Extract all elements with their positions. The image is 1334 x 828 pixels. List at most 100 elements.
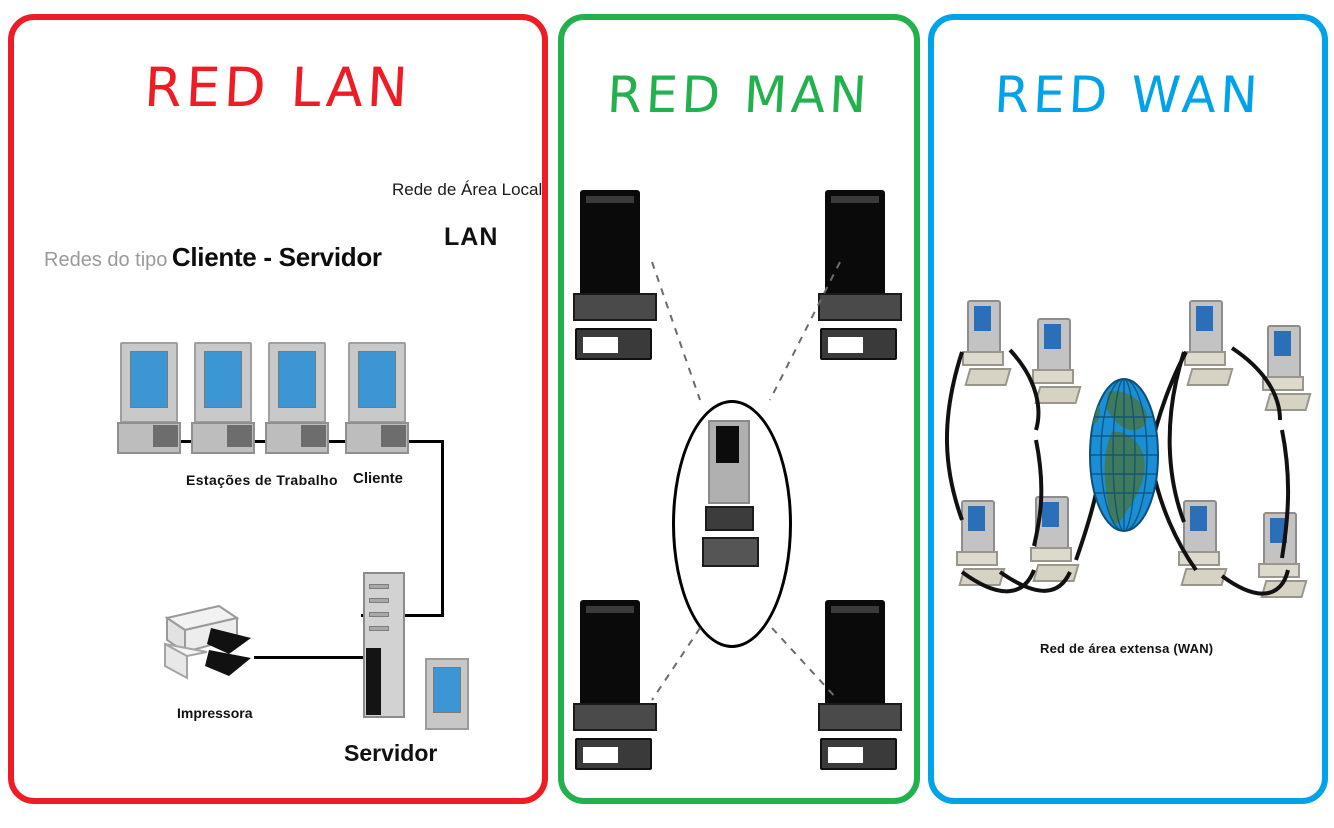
monitor-screen: [203, 350, 243, 408]
printer-icon[interactable]: [159, 600, 255, 690]
monitor-screen: [357, 350, 397, 408]
lan-type-value: Cliente - Servidor: [171, 242, 382, 272]
monitor-screen: [1269, 517, 1288, 543]
terminal-monitor: [579, 190, 641, 297]
lan-subtitle-area: Rede de Área Local: [392, 180, 543, 199]
computer-cpu: [962, 351, 1005, 366]
wan-computer-7[interactable]: [1178, 500, 1228, 588]
monitor-screen: [967, 505, 986, 531]
terminal-monitor: [579, 600, 641, 707]
monitor-bezel: [194, 342, 252, 423]
computer-cpu: [1030, 547, 1073, 562]
computer-keyboard: [1186, 367, 1234, 386]
terminal-cpu: [818, 703, 902, 731]
man-terminal-bottom-left[interactable]: [573, 600, 657, 772]
panel-title-man: RED MAN: [605, 66, 873, 124]
computer-cpu: [1032, 369, 1075, 384]
server-slot: [368, 598, 390, 603]
panel-title-lan: RED LAN: [142, 56, 414, 119]
label-printer: Impressora: [177, 705, 253, 721]
monitor-bezel: [960, 500, 995, 555]
lan-workstation-3[interactable]: [264, 342, 330, 454]
terminal-keyboard: [574, 737, 652, 771]
monitor-bezel: [1036, 318, 1071, 373]
terminal-cpu: [818, 293, 902, 321]
lan-vertical-wire: [441, 440, 444, 617]
monitor-bezel: [1182, 500, 1217, 555]
wan-computer-4[interactable]: [1030, 496, 1080, 584]
monitor-screen: [1189, 505, 1208, 531]
monitor-screen: [129, 350, 169, 408]
monitor-bezel: [268, 342, 326, 423]
lan-network-type-caption: Redes do tipo Cliente - Servidor: [44, 242, 382, 273]
computer-cpu: [1262, 376, 1305, 391]
lan-type-prefix: Redes do tipo: [44, 249, 168, 271]
computer-keyboard: [1032, 563, 1080, 582]
computer-base: [344, 421, 410, 454]
man-center-computer[interactable]: [701, 420, 760, 570]
man-terminal-top-left[interactable]: [573, 190, 657, 362]
server-monitor-icon[interactable]: [425, 658, 469, 730]
monitor-screen: [432, 666, 462, 714]
computer-keyboard: [1260, 579, 1308, 598]
monitor-bezel: [1188, 300, 1223, 355]
wan-computer-6[interactable]: [1262, 325, 1312, 413]
lan-workstation-2[interactable]: [190, 342, 256, 454]
computer-base: [264, 421, 330, 454]
base-drive-bay: [380, 425, 407, 448]
wan-computer-5[interactable]: [1184, 300, 1234, 388]
label-server: Servidor: [344, 740, 438, 766]
wan-computer-8[interactable]: [1258, 512, 1308, 600]
server-tower-icon[interactable]: [363, 572, 405, 718]
label-wan-caption: Red de área extensa (WAN): [1040, 641, 1214, 656]
label-client: Cliente: [353, 470, 404, 487]
monitor-bezel: [966, 300, 1001, 355]
monitor-screen: [1041, 501, 1060, 527]
computer-keyboard: [1034, 385, 1082, 404]
server-slot: [368, 584, 390, 589]
panel-title-wan: RED WAN: [992, 66, 1264, 124]
monitor-screen: [1195, 305, 1214, 331]
monitor-bezel: [425, 658, 469, 730]
computer-cpu: [705, 505, 754, 531]
monitor-bezel: [708, 420, 750, 504]
base-drive-bay: [300, 425, 327, 448]
computer-base: [190, 421, 256, 454]
label-workstations: Estações de Trabalho: [186, 472, 338, 488]
monitor-screen: [1273, 330, 1292, 356]
lan-workstation-4-client[interactable]: [344, 342, 410, 454]
computer-keyboard: [964, 367, 1012, 386]
monitor-bezel: [1034, 496, 1069, 551]
terminal-keyboard: [574, 327, 652, 361]
computer-keyboard: [958, 567, 1006, 586]
server-slot: [368, 626, 390, 631]
computer-keyboard: [701, 537, 760, 567]
lan-workstation-1[interactable]: [116, 342, 182, 454]
monitor-bezel: [1266, 325, 1301, 380]
man-core-ellipse: [672, 400, 792, 648]
computer-cpu: [1178, 551, 1221, 566]
monitor-screen: [1043, 323, 1062, 349]
wan-computer-2[interactable]: [1032, 318, 1082, 406]
server-slot: [368, 612, 390, 617]
computer-keyboard: [1264, 392, 1312, 411]
computer-keyboard: [1180, 567, 1228, 586]
lan-printer-wire: [254, 656, 366, 659]
terminal-keyboard: [819, 737, 897, 771]
terminal-monitor: [824, 190, 886, 297]
wan-computer-1[interactable]: [962, 300, 1012, 388]
base-drive-bay: [152, 425, 179, 448]
man-terminal-bottom-right[interactable]: [818, 600, 902, 772]
terminal-cpu: [573, 703, 657, 731]
terminal-cpu: [573, 293, 657, 321]
computer-cpu: [1184, 351, 1227, 366]
man-terminal-top-right[interactable]: [818, 190, 902, 362]
monitor-bezel: [120, 342, 178, 423]
computer-cpu: [1258, 563, 1301, 578]
panel-red-lan: RED LAN Rede de Área Local LAN Redes do …: [8, 14, 548, 804]
wan-computer-3[interactable]: [956, 500, 1006, 588]
monitor-screen: [716, 426, 740, 463]
terminal-keyboard: [819, 327, 897, 361]
computer-base: [116, 421, 182, 454]
